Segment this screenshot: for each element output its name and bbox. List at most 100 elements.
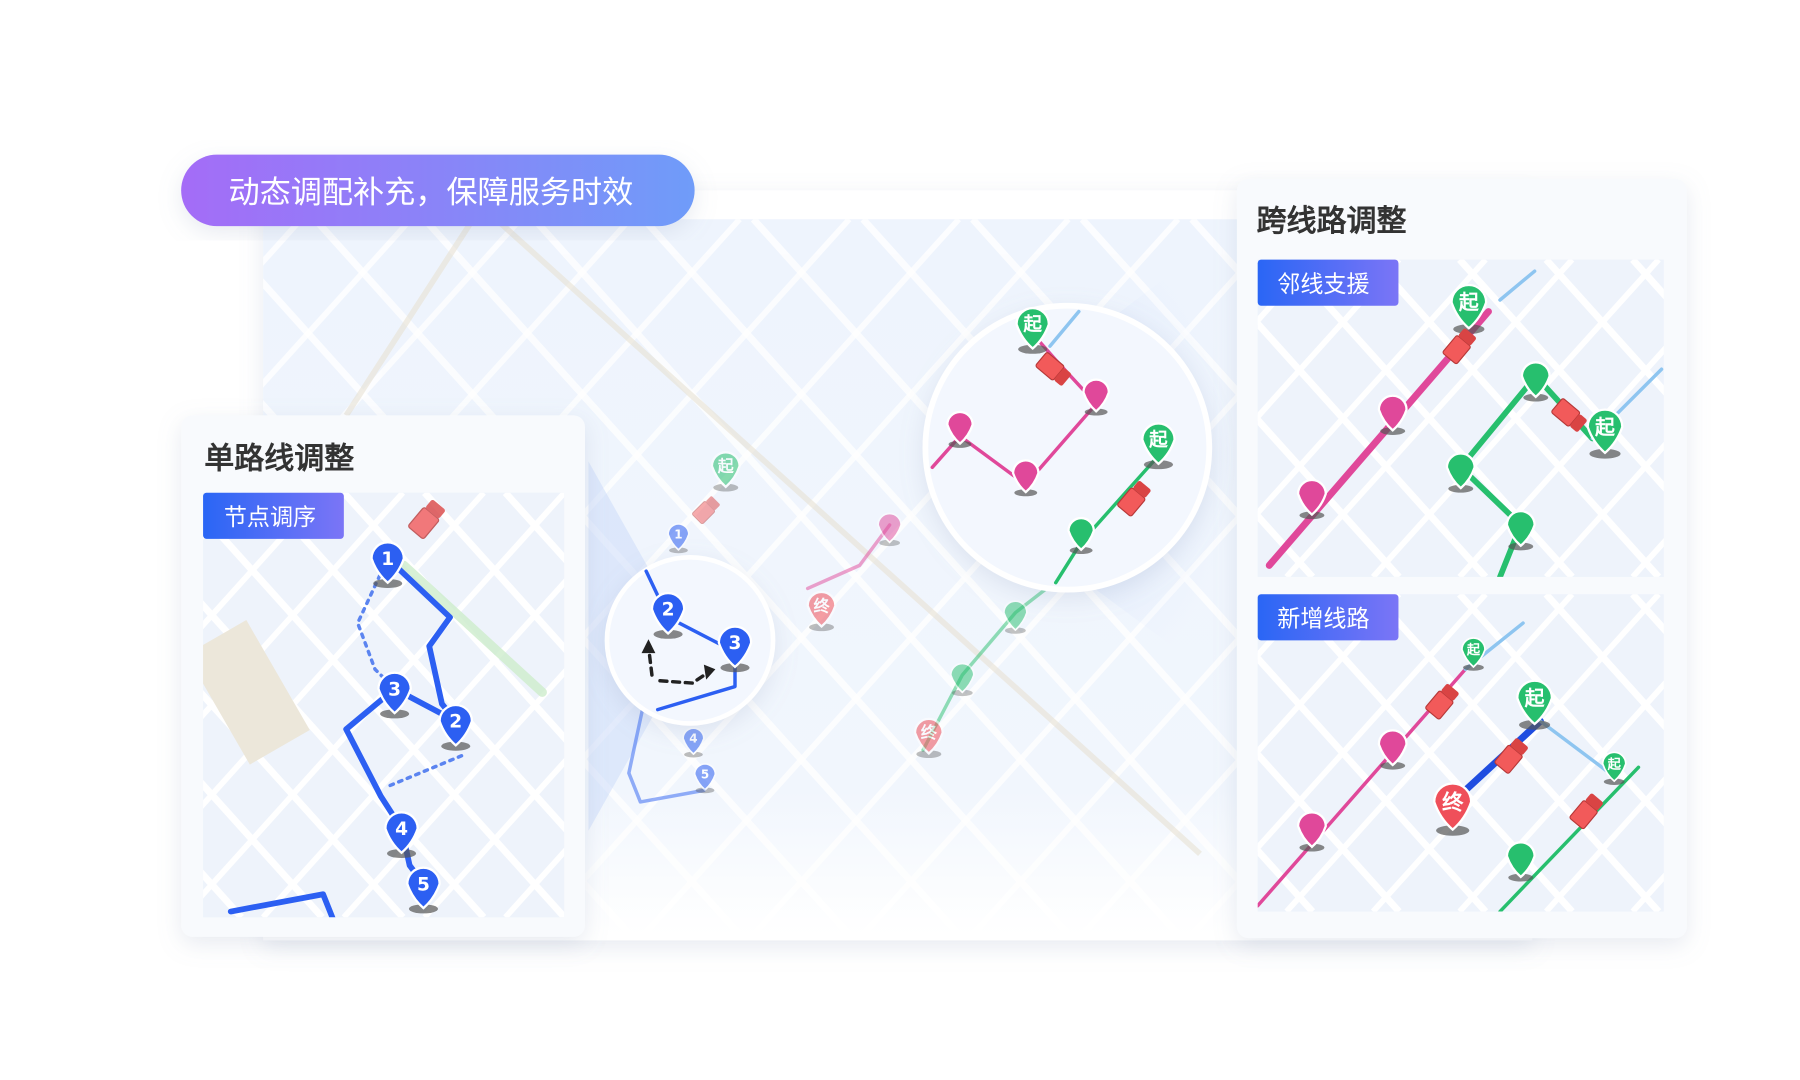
- truck-icon: [1035, 352, 1071, 386]
- map-pin[interactable]: [1445, 452, 1476, 493]
- pin-icon: [946, 410, 974, 446]
- map-pin[interactable]: [1002, 600, 1028, 634]
- pin-icon: [710, 451, 741, 489]
- road: [1257, 259, 1488, 518]
- road: [1740, 219, 1800, 934]
- map-pin[interactable]: 5: [406, 866, 441, 914]
- road: [1257, 594, 1488, 852]
- map-pin[interactable]: [1011, 459, 1040, 497]
- pin-label: 起: [1466, 641, 1481, 658]
- pin-icon: [1002, 600, 1028, 632]
- pin-icon: [1377, 394, 1408, 432]
- arrow-head-icon: [703, 664, 716, 680]
- pin-icon: [1520, 361, 1551, 399]
- route-line: [1048, 309, 1081, 348]
- road: [422, 757, 565, 918]
- map-pin[interactable]: 起: [710, 451, 741, 492]
- pin-icon: [1505, 510, 1536, 548]
- map-pin[interactable]: 2: [438, 703, 474, 751]
- truck-icon: [1569, 793, 1603, 830]
- road: [203, 779, 325, 918]
- road: [1543, 259, 1664, 396]
- map-pin[interactable]: 起: [1461, 637, 1486, 671]
- map-pin[interactable]: [877, 512, 903, 547]
- pin-label: 2: [449, 712, 462, 733]
- road: [422, 492, 565, 653]
- pin-icon: [1015, 306, 1051, 350]
- road: [1257, 510, 1316, 577]
- pin-icon: [806, 590, 837, 629]
- faded-pink-route: [805, 523, 892, 591]
- map-pin[interactable]: 4: [682, 727, 705, 758]
- truck-icon: [692, 496, 720, 525]
- map-pin[interactable]: 终: [806, 590, 837, 632]
- pin-icon: [1067, 516, 1096, 552]
- node-reorder-badge[interactable]: [203, 492, 344, 539]
- map-pin[interactable]: 3: [377, 671, 412, 719]
- road: [0, 493, 161, 918]
- pin-icon: [1433, 782, 1473, 832]
- route-line: [384, 754, 464, 789]
- road: [0, 493, 161, 918]
- map-pin[interactable]: 起: [1516, 679, 1554, 730]
- road: [1257, 259, 1315, 325]
- pin-label: 起: [1524, 687, 1546, 710]
- road: [0, 219, 192, 934]
- map-pin[interactable]: 3: [717, 625, 753, 673]
- truck-icon: [1442, 328, 1476, 365]
- map-pin[interactable]: [1296, 478, 1327, 520]
- map-pin[interactable]: [1505, 510, 1536, 551]
- pin-label: 起: [1594, 416, 1616, 439]
- map-pin[interactable]: 起: [1141, 422, 1176, 470]
- new-route-badge[interactable]: [1257, 594, 1399, 641]
- map-pin[interactable]: 终: [913, 717, 944, 759]
- map-pin[interactable]: 起: [1450, 283, 1488, 334]
- park-strip: [399, 560, 547, 697]
- map-pin[interactable]: [1296, 811, 1327, 852]
- map-pin[interactable]: [949, 662, 975, 697]
- map-pin[interactable]: 起: [1586, 408, 1624, 459]
- road: [1257, 259, 1402, 421]
- neighbor-support-badge[interactable]: [1257, 259, 1399, 306]
- building: [203, 620, 310, 765]
- map-pin[interactable]: [1377, 394, 1408, 435]
- route-line: [227, 891, 336, 918]
- map-pin[interactable]: [1082, 378, 1111, 416]
- road: [203, 492, 406, 720]
- map-pin[interactable]: [1377, 729, 1408, 770]
- pin-label: 起: [1022, 314, 1042, 336]
- pin-label: 终: [814, 596, 831, 615]
- pin-label: 2: [662, 600, 675, 621]
- map-pin[interactable]: [1505, 841, 1536, 882]
- pin-icon: [1082, 378, 1111, 413]
- map-pin[interactable]: 4: [384, 811, 419, 859]
- road: [1719, 260, 1800, 577]
- map-pin[interactable]: 1: [370, 541, 406, 589]
- pin-icon: [370, 541, 406, 585]
- road: [1544, 441, 1664, 577]
- road: [1257, 845, 1316, 912]
- map-pin[interactable]: 终: [1433, 782, 1473, 836]
- map-pin[interactable]: [1067, 516, 1096, 554]
- map-pin[interactable]: 5: [693, 763, 717, 794]
- pin-label: 1: [381, 549, 394, 570]
- pin-icon: [913, 717, 944, 755]
- map-pin[interactable]: [946, 410, 974, 448]
- pin-icon: [717, 625, 753, 669]
- pin-label: 终: [1442, 789, 1464, 815]
- map-pin[interactable]: 2: [650, 591, 686, 639]
- pin-icon: [667, 523, 690, 551]
- node-reorder-label: 节点调序: [224, 505, 316, 531]
- map-pin[interactable]: 1: [667, 523, 690, 554]
- pin-label: 终: [921, 723, 938, 742]
- map-pin[interactable]: [1520, 361, 1551, 402]
- truck-icon: [1494, 738, 1528, 774]
- map-pin[interactable]: 起: [1015, 306, 1051, 354]
- pin-icon: [1461, 637, 1486, 669]
- road: [1740, 219, 1800, 934]
- faded-green-route: [921, 575, 1064, 752]
- reorder-arrow: [658, 669, 712, 685]
- road: [1257, 594, 1402, 756]
- map-pin[interactable]: 起: [1601, 751, 1627, 785]
